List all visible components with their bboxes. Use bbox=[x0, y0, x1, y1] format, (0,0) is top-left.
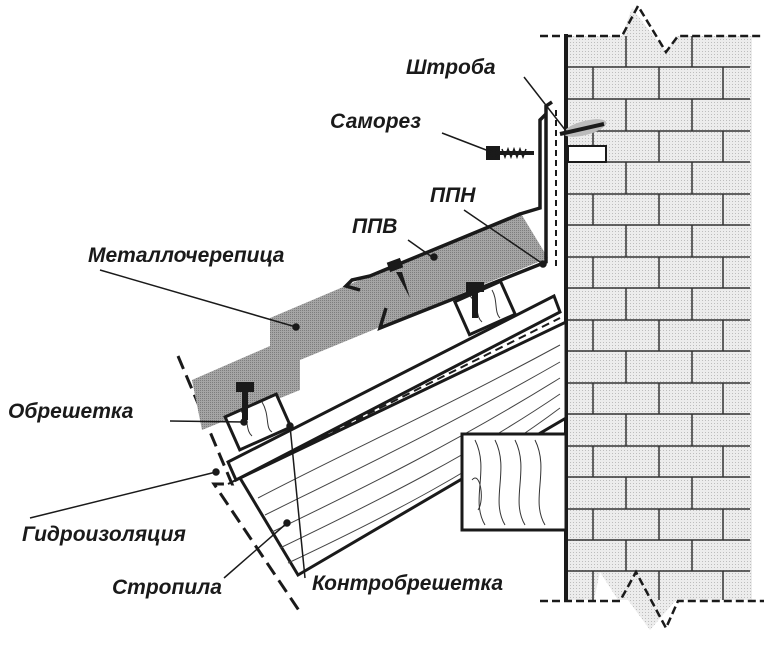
waterproofing-membrane bbox=[227, 317, 561, 485]
label-obreshetka: Обрешетка bbox=[8, 400, 134, 423]
bottom-break-line bbox=[540, 569, 764, 631]
upper-apron-ppv bbox=[342, 112, 548, 292]
label-ppv: ППВ bbox=[352, 215, 397, 238]
tile-screw-upper bbox=[466, 282, 484, 318]
lower-apron-ppn bbox=[377, 100, 553, 331]
label-ppn: ППН bbox=[430, 184, 476, 207]
label-shtroba: Штроба bbox=[406, 56, 496, 79]
label-gidroizolyatsiya: Гидроизоляция bbox=[22, 523, 186, 546]
leader-lines bbox=[29, 76, 567, 579]
groove-shtroba bbox=[559, 119, 607, 163]
label-stropila: Стропила bbox=[112, 576, 222, 599]
apron-screw bbox=[386, 257, 410, 298]
brick-mortar-lines bbox=[566, 36, 750, 600]
wall-dowel bbox=[567, 145, 607, 163]
rafter bbox=[237, 319, 568, 578]
label-metallocherepitsa: Металлочерепица bbox=[88, 244, 285, 267]
brick-wall bbox=[540, 3, 764, 631]
wall-beam bbox=[460, 432, 568, 532]
label-kontrobreshetka: Контробрешетка bbox=[312, 572, 503, 595]
counter-batten bbox=[226, 293, 562, 485]
metal-tile bbox=[192, 212, 548, 430]
tile-screw-lower bbox=[236, 382, 254, 420]
label-samorez: Саморез bbox=[330, 110, 421, 133]
batten-lower bbox=[223, 392, 293, 452]
top-break-line bbox=[540, 3, 764, 55]
wood-grain bbox=[257, 344, 561, 564]
